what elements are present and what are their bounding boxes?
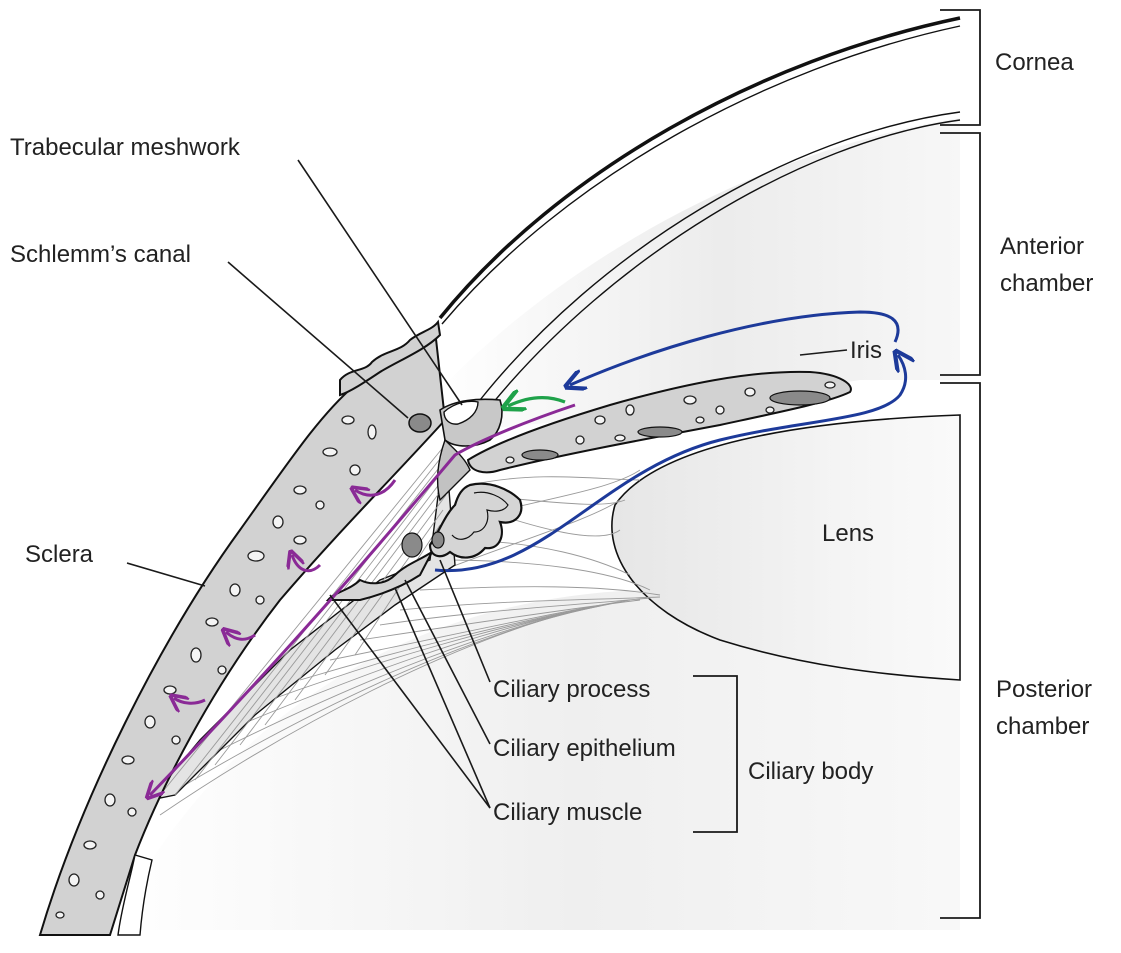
label-trabecular-meshwork: Trabecular meshwork [10, 134, 241, 161]
label-anterior-chamber-line1: Anterior [1000, 233, 1084, 260]
label-cornea: Cornea [995, 49, 1074, 76]
label-ciliary-body: Ciliary body [748, 758, 873, 785]
label-anterior-chamber-line2: chamber [1000, 270, 1093, 297]
label-schlemms-canal: Schlemm’s canal [10, 241, 191, 268]
label-sclera: Sclera [25, 541, 94, 568]
schlemms-canal-shape [409, 414, 431, 432]
label-posterior-chamber-line2: chamber [996, 713, 1089, 740]
label-ciliary-epithelium: Ciliary epithelium [493, 735, 676, 762]
label-iris: Iris [850, 337, 882, 364]
label-posterior-chamber-line1: Posterior [996, 676, 1092, 703]
leader-sclera [127, 563, 205, 586]
label-ciliary-muscle: Ciliary muscle [493, 799, 642, 826]
label-ciliary-process: Ciliary process [493, 676, 650, 703]
cornea-bracket [940, 10, 980, 125]
label-lens: Lens [822, 520, 874, 547]
